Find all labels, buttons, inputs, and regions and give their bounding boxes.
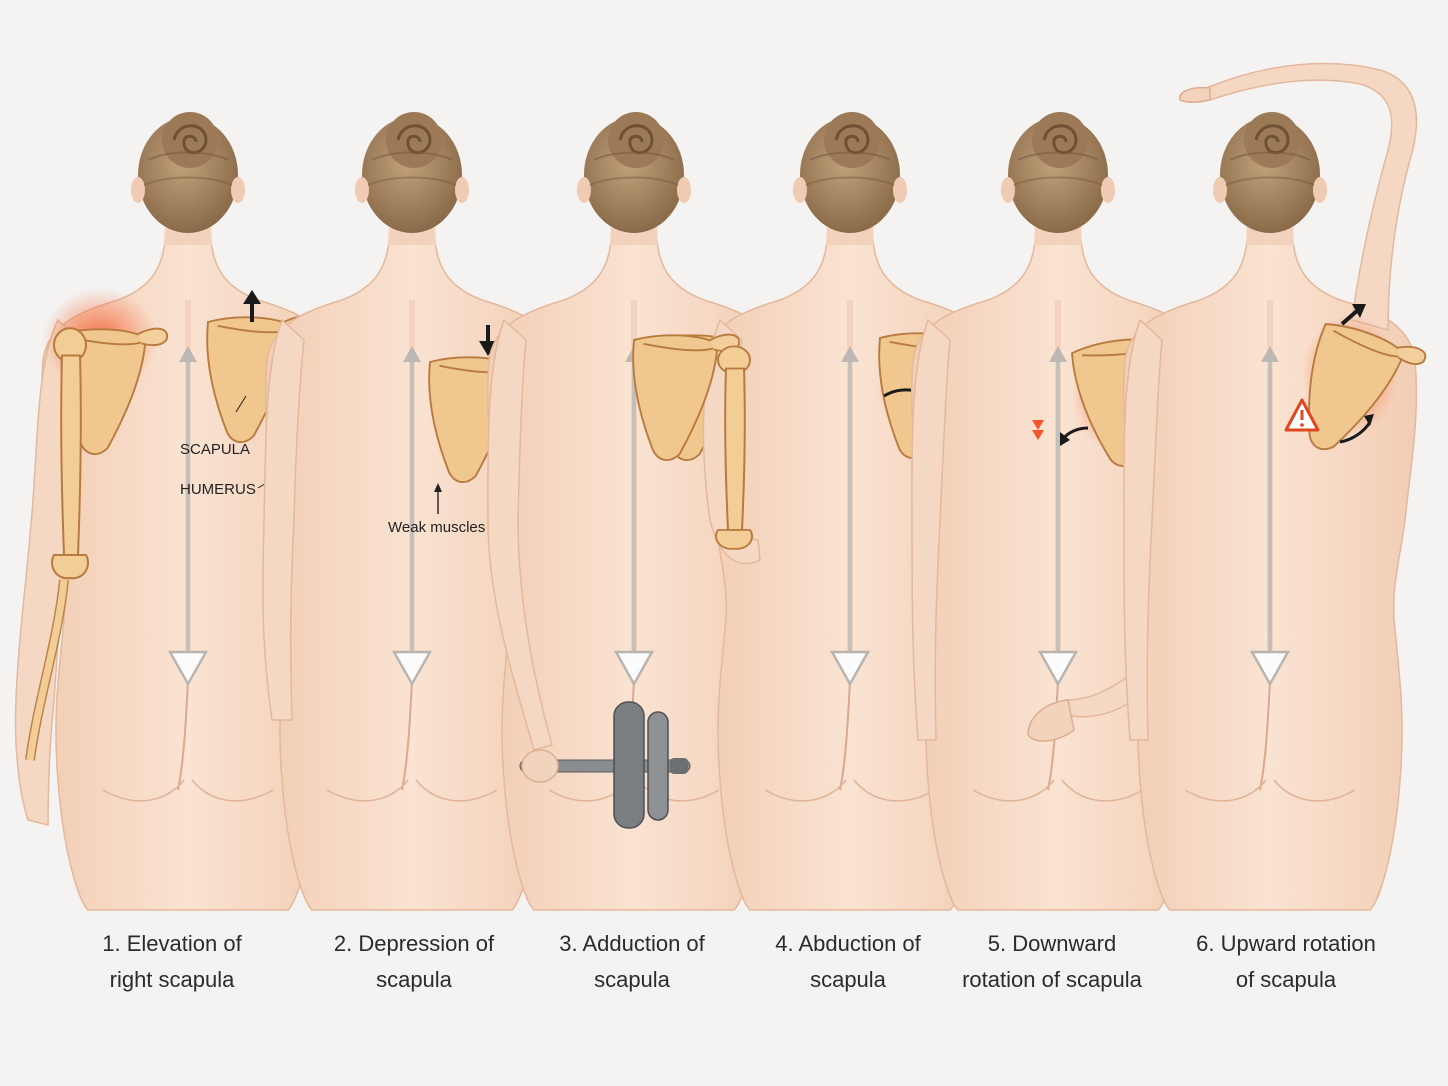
weak-muscles-label: Weak muscles — [388, 519, 486, 536]
caption-5: 5. Downward rotation of scapula — [962, 931, 1142, 992]
caption-2: 2. Depression of scapula — [333, 931, 495, 992]
scapula-label: SCAPULA — [180, 441, 251, 458]
figure-6 — [1124, 62, 1429, 910]
caption-3: 3. Adduction of scapula — [559, 931, 705, 992]
caption-6: 6. Upward rotation of scapula — [1196, 931, 1376, 992]
warning-icon — [1284, 398, 1320, 432]
dumbbell-icon — [519, 701, 691, 829]
humerus-label: HUMERUS — [180, 481, 256, 498]
caption-4: 4. Abduction of scapula — [775, 931, 921, 992]
caption-1: 1. Elevation of right scapula — [102, 931, 242, 992]
